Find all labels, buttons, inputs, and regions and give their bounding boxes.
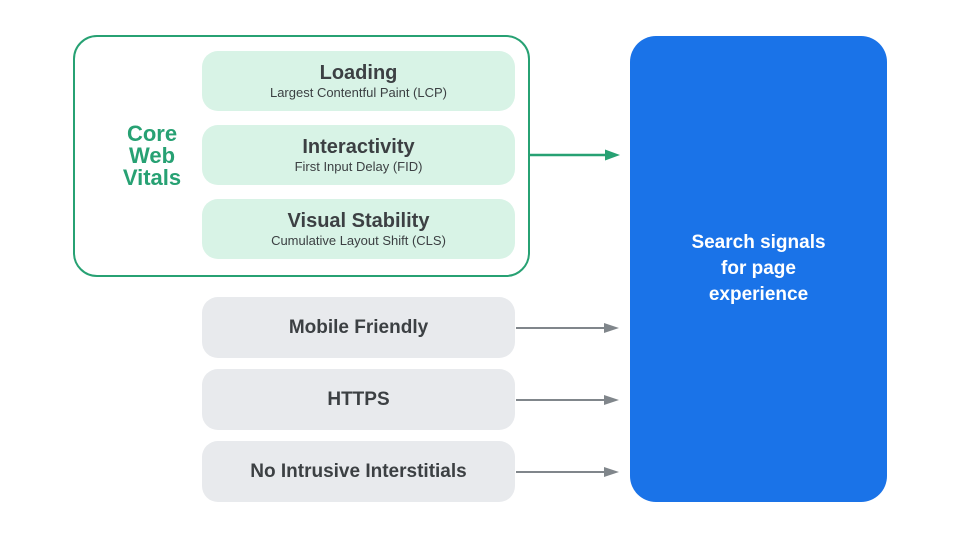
- search-signals-line: experience: [708, 284, 809, 305]
- search-signals-box: Search signals for page experience: [630, 36, 887, 502]
- signal-label: Mobile Friendly: [288, 316, 429, 338]
- vital-subtitle: Largest Contentful Paint (LCP): [269, 84, 448, 100]
- signal-label: HTTPS: [327, 388, 390, 410]
- signal-label: No Intrusive Interstitials: [250, 460, 467, 482]
- https-arrow-icon: [516, 395, 619, 405]
- cwv-label-line: Web: [128, 143, 176, 168]
- vital-card-visual-stability: Visual Stability Cumulative Layout Shift…: [202, 199, 515, 259]
- vital-title: Visual Stability: [287, 209, 430, 232]
- cwv-label-line: Vitals: [122, 165, 182, 190]
- vital-title: Loading: [319, 61, 398, 84]
- vital-subtitle: First Input Delay (FID): [294, 158, 423, 174]
- mobile-friendly-arrow-icon: [516, 323, 619, 333]
- search-signals-label: Search signals for page experience: [691, 230, 825, 308]
- vital-card-loading: Loading Largest Contentful Paint (LCP): [202, 51, 515, 111]
- cwv-label-line: Core: [126, 121, 178, 146]
- signal-box-no-intrusive-interstitials: No Intrusive Interstitials: [202, 441, 515, 502]
- signal-box-mobile-friendly: Mobile Friendly: [202, 297, 515, 358]
- core-web-vitals-group: Core Web Vitals Loading Largest Contentf…: [73, 35, 530, 277]
- vital-subtitle: Cumulative Layout Shift (CLS): [271, 232, 446, 248]
- core-web-vitals-arrow-icon: [529, 149, 620, 161]
- vital-title: Interactivity: [302, 135, 415, 158]
- search-signals-line: for page: [721, 258, 796, 279]
- search-signals-line: Search signals: [691, 232, 826, 253]
- core-web-vitals-label: Core Web Vitals: [97, 123, 207, 189]
- vital-card-interactivity: Interactivity First Input Delay (FID): [202, 125, 515, 185]
- interstitials-arrow-icon: [516, 467, 619, 477]
- signal-box-https: HTTPS: [202, 369, 515, 430]
